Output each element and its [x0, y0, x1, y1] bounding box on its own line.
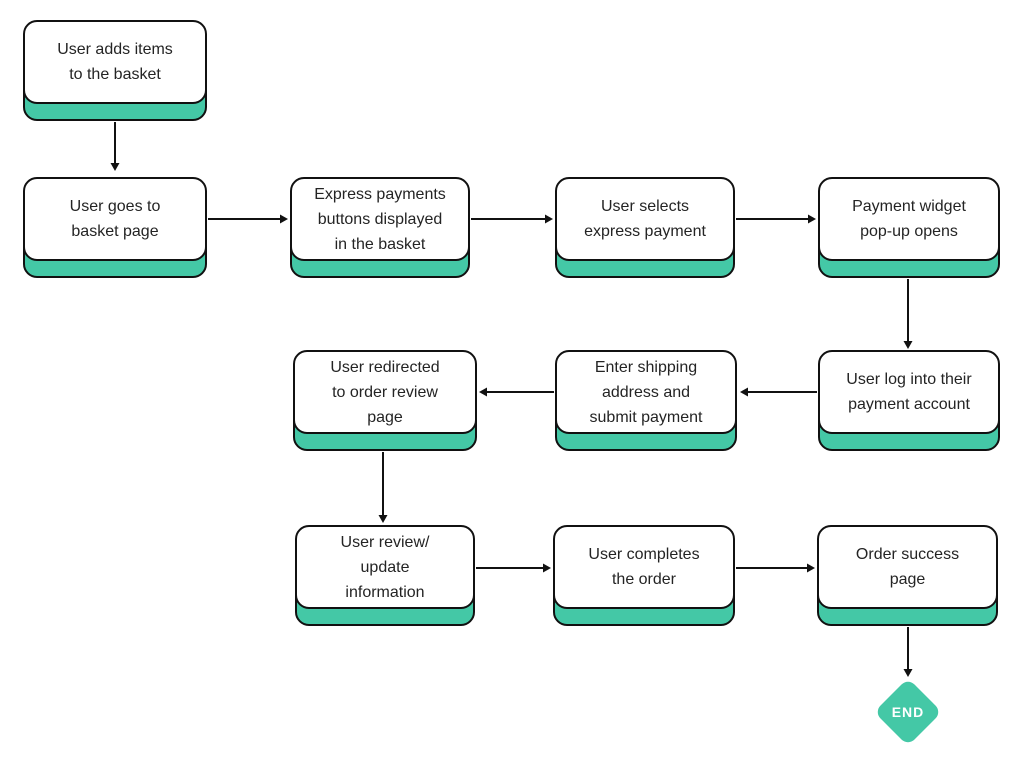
node-label: User completes the order [553, 525, 735, 609]
node-user-log-into-payment: User log into their payment account [818, 350, 1000, 451]
node-label: User selects express payment [555, 177, 735, 261]
node-user-selects-express: User selects express payment [555, 177, 735, 278]
node-user-adds-items: User adds items to the basket [23, 20, 207, 121]
node-label: User log into their payment account [818, 350, 1000, 434]
node-label: User review/ update information [295, 525, 475, 609]
node-label: User goes to basket page [23, 177, 207, 261]
node-label: User adds items to the basket [23, 20, 207, 104]
node-label: Enter shipping address and submit paymen… [555, 350, 737, 434]
end-label: END [891, 704, 925, 720]
end-terminator: END [873, 677, 943, 747]
node-user-review-update-info: User review/ update information [295, 525, 475, 626]
node-express-buttons-displayed: Express payments buttons displayed in th… [290, 177, 470, 278]
node-label: Express payments buttons displayed in th… [290, 177, 470, 261]
node-user-completes-order: User completes the order [553, 525, 735, 626]
node-user-goes-to-basket: User goes to basket page [23, 177, 207, 278]
node-label: Payment widget pop-up opens [818, 177, 1000, 261]
node-order-success-page: Order success page [817, 525, 998, 626]
node-payment-widget-popup: Payment widget pop-up opens [818, 177, 1000, 278]
node-label: Order success page [817, 525, 998, 609]
node-label: User redirected to order review page [293, 350, 477, 434]
node-redirected-order-review: User redirected to order review page [293, 350, 477, 451]
node-enter-shipping-address: Enter shipping address and submit paymen… [555, 350, 737, 451]
